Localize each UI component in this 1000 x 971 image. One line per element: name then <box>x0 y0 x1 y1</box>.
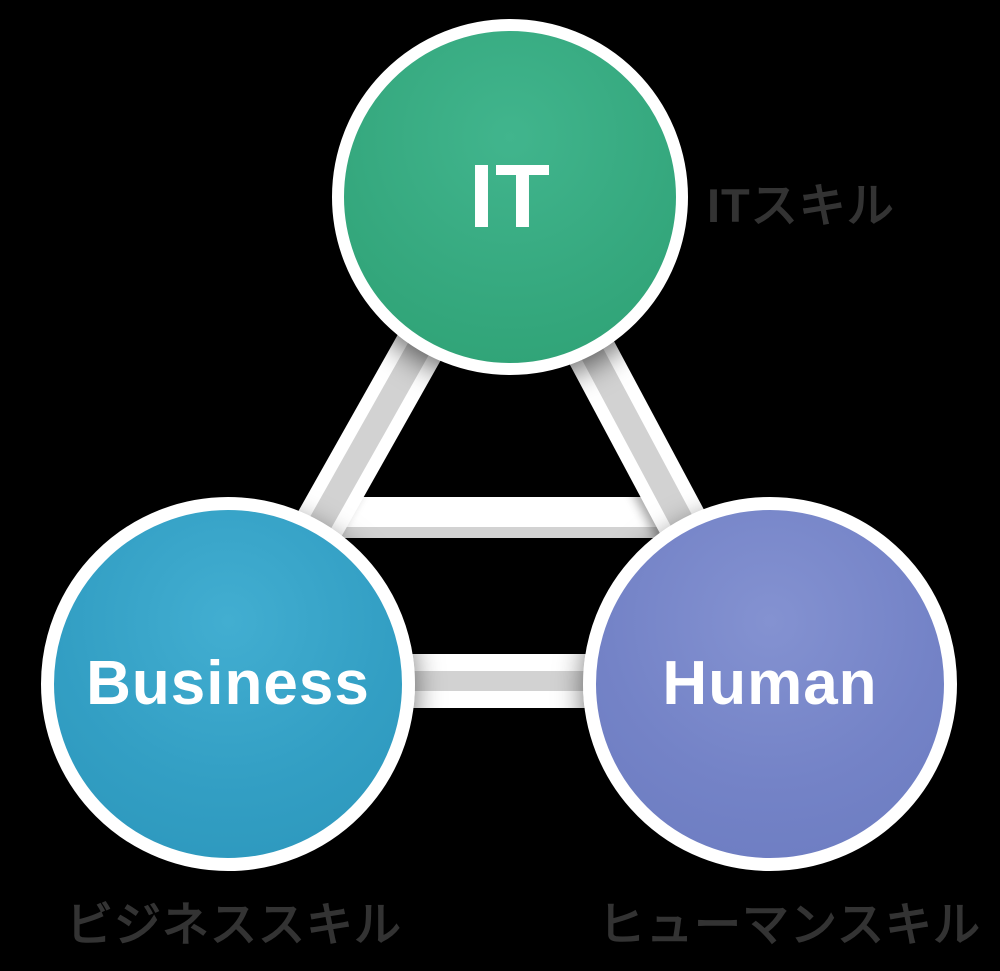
caption-business-skill: ビジネススキル <box>66 898 402 951</box>
node-human: Human <box>583 497 957 871</box>
caption-human-skill: ヒューマンスキル <box>598 898 982 951</box>
node-human-label: Human <box>662 649 878 718</box>
crossbar-casing <box>338 497 662 527</box>
crossbar-line <box>333 527 663 538</box>
node-business-label: Business <box>86 649 370 718</box>
node-it: IT <box>332 19 688 375</box>
caption-it-skill: ITスキル <box>707 179 895 232</box>
node-business: Business <box>41 497 415 871</box>
node-it-label: IT <box>469 147 551 247</box>
